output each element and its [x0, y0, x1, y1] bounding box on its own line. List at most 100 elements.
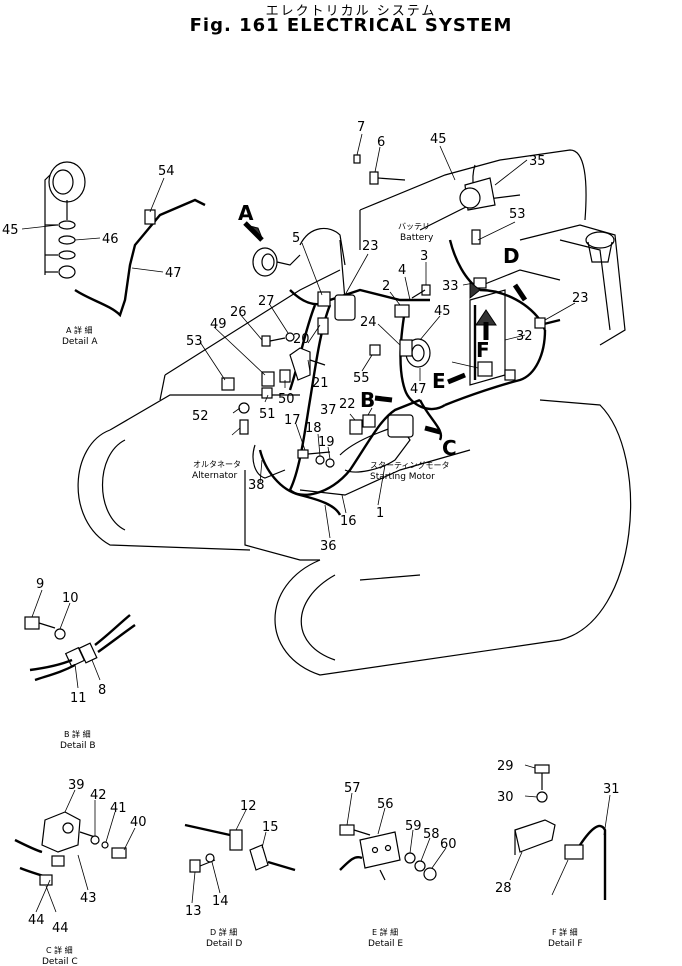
part-number: 30: [497, 790, 514, 805]
part-number: 51: [259, 407, 276, 422]
caption-detail-e-jp: E 詳 細: [372, 927, 398, 937]
part-number: 31: [603, 782, 620, 797]
part-number: 36: [320, 539, 337, 554]
part-number: 13: [185, 904, 202, 919]
part-number: 14: [212, 894, 229, 909]
part-number: 17: [284, 413, 301, 428]
part-number: 58: [423, 827, 440, 842]
part-number: 40: [130, 815, 147, 830]
part-number: 33: [442, 279, 459, 294]
label-battery-jp: バッテリ: [398, 222, 430, 231]
part-number: 45: [434, 304, 451, 319]
bolt-17: [297, 449, 331, 459]
part-number: 59: [405, 819, 422, 834]
part-number: 47: [165, 266, 182, 281]
horn-35: [459, 177, 496, 211]
part-number: 2: [382, 279, 390, 294]
part-number: 41: [110, 801, 127, 816]
part-number: 47: [410, 382, 427, 397]
bolt-6: [369, 171, 406, 185]
lamp-45-center: [399, 338, 431, 368]
view-letter-a: A: [238, 201, 254, 225]
part-number: 22: [339, 397, 356, 412]
leader-lines: [21, 133, 611, 913]
part-number: 44: [28, 913, 45, 928]
washer-27: [285, 332, 295, 342]
detail-b: [24, 614, 136, 682]
part-number: 4: [398, 263, 406, 278]
part-number: 6: [377, 135, 385, 150]
part-number: 11: [70, 691, 87, 706]
part-number: 16: [340, 514, 357, 529]
caption-detail-b-jp: B 詳 細: [64, 729, 91, 739]
part-number: 15: [262, 820, 279, 835]
clamp-22: [362, 414, 376, 428]
caption-detail-a-jp: A 詳 細: [66, 325, 93, 335]
part-number: 50: [278, 392, 295, 407]
bolt-3: [411, 284, 431, 299]
clip-32: [504, 369, 516, 381]
label-alternator-en: Alternator: [192, 471, 238, 481]
connector-49: [261, 371, 275, 387]
lamp-main-a: [252, 247, 301, 277]
part-number: 55: [353, 371, 370, 386]
caption-detail-f-jp: F 詳 細: [552, 927, 578, 937]
part-number: 49: [210, 317, 227, 332]
detail-f: [514, 764, 607, 900]
part-number: 60: [440, 837, 457, 852]
part-number: 37: [320, 403, 337, 418]
part-number: 28: [495, 881, 512, 896]
figure-title: Fig. 161 ELECTRICAL SYSTEM: [189, 15, 513, 36]
part-number: 43: [80, 891, 97, 906]
part-number: 27: [258, 294, 275, 309]
caption-detail-f: Detail F: [548, 939, 583, 949]
part-number: 3: [420, 249, 428, 264]
connector-24: [399, 339, 413, 357]
part-number: 57: [344, 781, 361, 796]
part-number: 53: [509, 207, 526, 222]
part-number: 10: [62, 591, 79, 606]
part-number: 32: [516, 329, 533, 344]
part-number: 52: [192, 409, 209, 424]
caption-detail-a: Detail A: [62, 337, 98, 347]
part-number: 20: [293, 332, 310, 347]
part-number: 45: [2, 223, 19, 238]
part-number: 26: [230, 305, 247, 320]
machine-outline: [77, 149, 632, 676]
clamp-2: [394, 304, 410, 318]
clip-23: [534, 317, 546, 329]
label-starting-motor-en: Starting Motor: [370, 472, 435, 482]
caption-detail-c: Detail C: [42, 957, 78, 966]
part-number: 9: [36, 577, 44, 592]
view-letter-b: B: [360, 388, 375, 412]
caption-detail-e: Detail E: [368, 939, 403, 949]
grommet-55: [369, 344, 381, 356]
part-number: 7: [357, 120, 365, 135]
terminal-53-left: [221, 377, 235, 391]
caption-detail-d-jp: D 詳 細: [210, 927, 237, 937]
bolt-26: [261, 335, 286, 347]
part-number: 5: [292, 231, 300, 246]
part-number: 44: [52, 921, 69, 936]
clamp-37: [349, 419, 363, 435]
part-number: 53: [186, 334, 203, 349]
bracket-21: [289, 347, 326, 381]
part-number: 38: [248, 478, 265, 493]
part-number: 39: [68, 778, 85, 793]
washer-7: [353, 154, 361, 164]
clip-5: [317, 291, 331, 307]
part-number: 23: [572, 291, 589, 306]
view-letter-d: D: [503, 244, 520, 268]
part-number: 1: [376, 506, 384, 521]
part-number: 45: [430, 132, 447, 147]
part-number: 54: [158, 164, 175, 179]
terminal-53-top: [471, 229, 481, 245]
washer-52: [238, 402, 250, 414]
label-starting-motor-jp: スターティングモータ: [370, 460, 450, 470]
part-number: 29: [497, 759, 514, 774]
view-letter-f: F: [476, 338, 490, 362]
part-number: 23: [362, 239, 379, 254]
nut-19: [325, 458, 335, 468]
starter-relay-c: [387, 414, 414, 438]
